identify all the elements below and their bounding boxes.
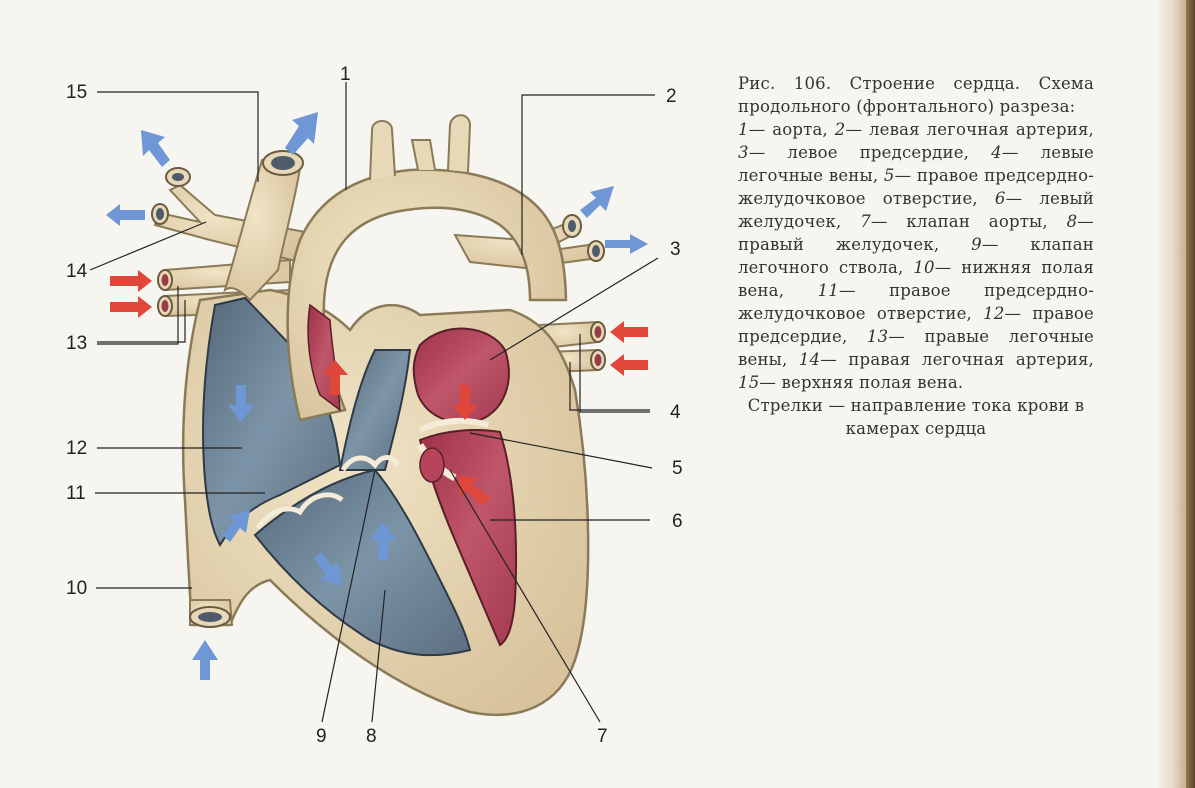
label-5: 5 bbox=[672, 458, 683, 479]
legend-number: 11 bbox=[817, 281, 839, 300]
legend-text: — правое предсердно-желудочковое отверст… bbox=[738, 166, 1094, 208]
arterial-flow-arrows bbox=[110, 270, 648, 506]
caption-title: Рис. 106. Строение сердца. Схема продоль… bbox=[738, 74, 1094, 116]
label-14: 14 bbox=[66, 261, 88, 282]
legend-number: 15 bbox=[738, 373, 760, 392]
caption-legend: 1— аорта, 2— левая легочная артерия, 3— … bbox=[738, 118, 1094, 394]
legend-number: 7 bbox=[860, 212, 871, 231]
legend-text: — правое предсердно-желудочковое отверст… bbox=[738, 281, 1094, 323]
label-4: 4 bbox=[670, 402, 681, 423]
right-ventricle bbox=[253, 468, 472, 657]
legend-number: 10 bbox=[913, 258, 935, 277]
legend-number: 14 bbox=[798, 350, 821, 369]
label-15: 15 bbox=[66, 82, 87, 103]
mitral-valve bbox=[418, 417, 489, 433]
label-13: 13 bbox=[66, 333, 87, 354]
legend-text: — клапан аорты, bbox=[870, 212, 1067, 231]
legend-text: — правые легочные вены, bbox=[738, 327, 1094, 369]
label-3: 3 bbox=[670, 239, 681, 260]
legend-text: — левая легочная артерия, bbox=[845, 120, 1095, 139]
legend-text: — левый желудочек, bbox=[738, 189, 1094, 231]
label-2: 2 bbox=[666, 86, 677, 107]
book-spine-shadow bbox=[1186, 0, 1195, 788]
leader-lines bbox=[89, 82, 659, 723]
tricuspid-valve bbox=[255, 492, 344, 530]
left-atrium bbox=[412, 327, 510, 424]
legend-text: — аорта, bbox=[748, 120, 835, 139]
legend-text: — правое предсердие, bbox=[738, 304, 1094, 346]
label-6: 6 bbox=[672, 511, 683, 532]
label-10: 10 bbox=[66, 578, 87, 599]
aortic-valve-cusp bbox=[419, 447, 445, 483]
legend-number: 8 bbox=[1066, 212, 1078, 231]
legend-number: 3 bbox=[738, 143, 749, 162]
label-11: 11 bbox=[66, 483, 86, 504]
pulmonary-trunk bbox=[338, 349, 412, 471]
pulmonary-valve bbox=[340, 455, 401, 472]
legend-text: — правая легочная артерия, bbox=[820, 350, 1094, 369]
legend-text: — нижняя полая вена, bbox=[738, 258, 1094, 300]
left-ventricle bbox=[418, 429, 518, 647]
label-9: 9 bbox=[316, 726, 327, 747]
caption-end: Стрелки — направление тока крови в камер… bbox=[747, 396, 1085, 438]
legend-number: 2 bbox=[834, 120, 846, 139]
legend-number: 13 bbox=[866, 327, 889, 346]
legend-number: 9 bbox=[971, 235, 982, 254]
aorta bbox=[286, 168, 568, 422]
venous-flow-arrows bbox=[106, 112, 648, 680]
legend-number: 1 bbox=[738, 120, 749, 139]
legend-text: — левое предсердие, bbox=[748, 143, 992, 162]
legend-number: 12 bbox=[983, 304, 1005, 323]
legend-number: 4 bbox=[991, 143, 1002, 162]
legend-number: 6 bbox=[994, 189, 1006, 208]
label-8: 8 bbox=[366, 726, 377, 747]
legend-text: — левые легочные вены, bbox=[738, 143, 1095, 185]
legend-text: — верхняя полая вена. bbox=[759, 373, 964, 392]
label-1: 1 bbox=[340, 64, 351, 85]
aortic-branches bbox=[369, 114, 472, 181]
legend-text: — правый желудочек, bbox=[738, 212, 1094, 254]
figure-caption: Рис. 106. Строение сердца. Схема продоль… bbox=[738, 72, 1094, 440]
label-7: 7 bbox=[597, 726, 608, 747]
legend-text: — клапан легочного ствола, bbox=[738, 235, 1094, 277]
label-12: 12 bbox=[66, 438, 87, 459]
superior-vena-cava bbox=[223, 158, 302, 302]
legend-number: 5 bbox=[883, 166, 895, 185]
